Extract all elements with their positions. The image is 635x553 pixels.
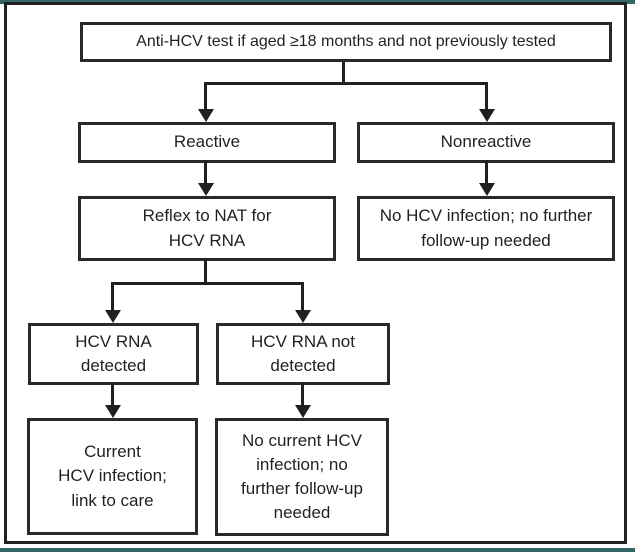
node-hcv-rna-not-detected: HCV RNA not detected: [216, 323, 390, 385]
connector-to-reactive: [204, 82, 207, 110]
arrowhead-down-icon: [105, 310, 121, 323]
node-anti-hcv-test: Anti-HCV test if aged ≥18 months and not…: [80, 22, 612, 62]
node-current-hcv-infection: Current HCV infection; link to care: [27, 418, 198, 535]
connector-not-detected-to-no-current: [301, 382, 304, 407]
arrowhead-down-icon: [198, 183, 214, 196]
connector-to-rna-not-detected: [301, 282, 304, 312]
connector-root-stem: [342, 61, 345, 85]
node-nonreactive: Nonreactive: [357, 122, 615, 163]
node-reactive: Reactive: [78, 122, 336, 163]
connector-nonreactive-to-no-infection: [485, 160, 488, 185]
connector-root-branch-bar: [204, 82, 488, 85]
connector-reactive-to-reflex: [204, 160, 207, 185]
arrowhead-down-icon: [295, 310, 311, 323]
arrowhead-down-icon: [198, 109, 214, 122]
node-reflex-nat-hcv-rna: Reflex to NAT for HCV RNA: [78, 196, 336, 261]
connector-reflex-stem: [204, 258, 207, 285]
connector-to-nonreactive: [485, 82, 488, 110]
arrowhead-down-icon: [479, 109, 495, 122]
connector-detected-to-current: [111, 382, 114, 407]
arrowhead-down-icon: [105, 405, 121, 418]
arrowhead-down-icon: [295, 405, 311, 418]
node-hcv-rna-detected: HCV RNA detected: [28, 323, 199, 385]
connector-reflex-branch-bar: [111, 282, 304, 285]
node-no-hcv-infection: No HCV infection; no further follow-up n…: [357, 196, 615, 261]
arrowhead-down-icon: [479, 183, 495, 196]
figure-frame: [4, 2, 627, 544]
connector-to-rna-detected: [111, 282, 114, 312]
node-no-current-hcv-infection: No current HCV infection; no further fol…: [215, 418, 389, 536]
figure-bottom-rule: [0, 548, 635, 552]
